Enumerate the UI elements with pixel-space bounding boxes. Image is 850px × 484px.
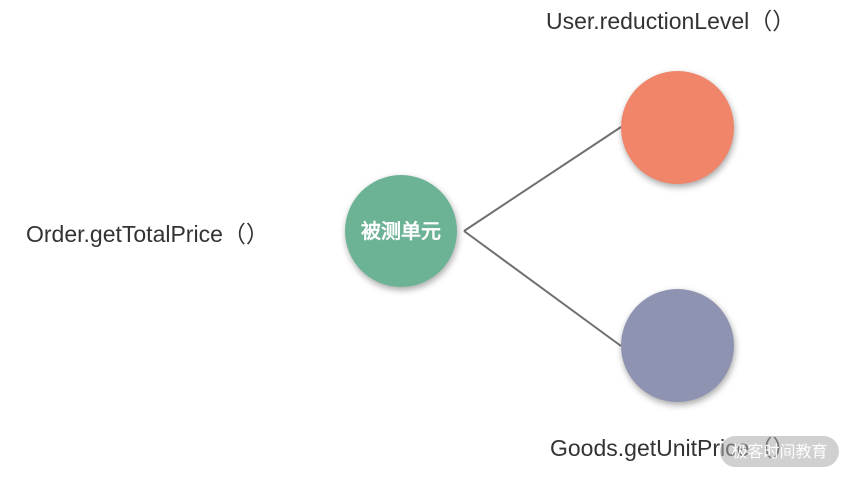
watermark-text: 极客时间教育 bbox=[731, 441, 828, 461]
connector-to-goods-node bbox=[463, 230, 622, 347]
unit-under-test-node: 被测单元 bbox=[345, 175, 457, 287]
connector-to-user-node bbox=[463, 126, 622, 232]
goods-dependency-node bbox=[621, 289, 734, 402]
unit-under-test-label: 被测单元 bbox=[361, 219, 441, 243]
order-method-label: Order.getTotalPrice（） bbox=[26, 221, 269, 247]
user-method-label: User.reductionLevel（） bbox=[546, 8, 796, 34]
watermark-badge: 极客时间教育 bbox=[720, 436, 839, 467]
user-dependency-node bbox=[621, 71, 734, 184]
